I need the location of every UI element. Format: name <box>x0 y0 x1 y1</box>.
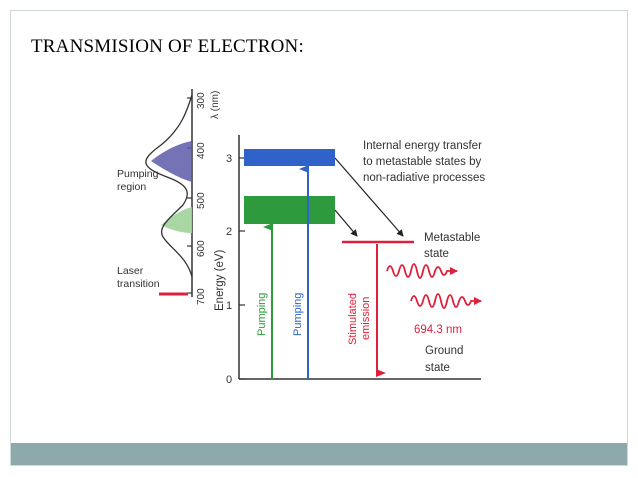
absorption-band-green <box>161 207 192 233</box>
upper-pump-band <box>244 149 335 166</box>
absorption-band-blue <box>151 141 192 182</box>
wavelength-tick-700: 700 <box>196 288 207 305</box>
wavelength-tick-400: 400 <box>196 142 207 159</box>
energy-tick-3: 3 <box>226 153 232 165</box>
laser-transition-label: Laser transition <box>117 265 160 290</box>
energy-tick-0: 0 <box>226 374 232 386</box>
absorption-spectrum: 300 400 500 600 700 λ (nm) Pumping regio… <box>117 89 221 305</box>
photon-wave-lower <box>410 293 482 309</box>
laser-energy-diagram: 300 400 500 600 700 λ (nm) Pumping regio… <box>117 89 485 386</box>
transfer-arrow-lower <box>334 209 358 237</box>
slide: TRANSMISION OF ELECTRON: <box>10 10 628 466</box>
energy-tick-2: 2 <box>226 226 232 238</box>
slide-title: TRANSMISION OF ELECTRON: <box>31 36 304 57</box>
photon-wave-upper <box>386 263 458 279</box>
lower-pump-band <box>244 196 335 224</box>
internal-transfer-label: Internal energy transfer to metastable s… <box>363 140 485 184</box>
transfer-arrow-upper <box>334 157 404 237</box>
wavelength-tick-500: 500 <box>196 192 207 209</box>
energy-tick-1: 1 <box>226 300 232 312</box>
stimulated-emission-label-line1: Stimulated <box>347 293 359 345</box>
stimulated-emission-label-line2: emission <box>360 297 372 340</box>
energy-axis-label: Energy (eV) <box>214 249 226 311</box>
pumping-region-label: Pumping region <box>117 168 161 193</box>
energy-level-diagram: 0 1 2 3 Energy (eV) Pumping Pumping Stim… <box>214 135 485 386</box>
wavelength-tick-300: 300 <box>196 92 207 109</box>
wavelength-694-label: 694.3 nm <box>414 324 462 336</box>
wavelength-axis-label: λ (nm) <box>210 91 221 119</box>
footer-bar <box>11 443 627 465</box>
metastable-state-label: Metastable state <box>424 232 483 260</box>
energy-tick-marks <box>239 157 245 380</box>
absorption-curve <box>145 94 193 278</box>
blue-pump-arrow-label: Pumping <box>292 293 304 336</box>
wavelength-tick-600: 600 <box>196 240 207 257</box>
ground-state-label: Ground state <box>425 345 467 374</box>
green-pump-arrow-label: Pumping <box>256 293 268 336</box>
